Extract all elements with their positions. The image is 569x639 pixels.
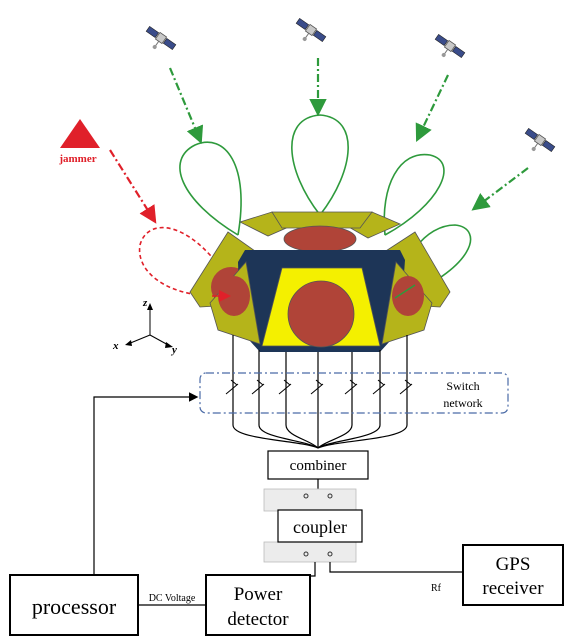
null-lobe (138, 226, 236, 297)
beam-lobe (383, 153, 445, 236)
coupler-top-board (263, 488, 357, 512)
combiner-label: combiner (290, 458, 347, 474)
power-detector-label: Power (234, 584, 283, 605)
switches (225, 379, 413, 395)
satellite-icon (289, 17, 327, 51)
patch (287, 280, 355, 348)
power-detector-label: detector (227, 609, 289, 630)
switch-network-label: network (443, 396, 482, 410)
satellite-icon (139, 25, 177, 59)
coupler-bottom-board (263, 541, 357, 563)
switch-network-box (199, 372, 509, 414)
power-detector-box (205, 574, 311, 636)
rf-label: Rf (431, 583, 442, 594)
processor-box (9, 574, 139, 636)
coupler-box (277, 509, 363, 543)
processor-label: processor (32, 594, 117, 619)
axes (125, 303, 173, 348)
rf-line (329, 562, 462, 573)
axis-y-label: y (170, 344, 177, 356)
beam-lobe (179, 141, 242, 236)
signal-arrow (168, 67, 204, 145)
antenna-panel (271, 211, 373, 229)
combiner-box (267, 450, 369, 480)
axis-x-label: x (112, 340, 119, 352)
axis-z-label: z (142, 297, 148, 309)
control-line (93, 392, 199, 575)
beam-lobe (291, 114, 349, 216)
triangle-warning-icon (60, 119, 100, 148)
satellite-icon (518, 127, 556, 161)
gps-receiver-label: GPS (496, 554, 531, 575)
feed-lines (232, 335, 408, 449)
signal-arrow (415, 74, 449, 142)
dc-voltage-label: DC Voltage (149, 593, 196, 604)
antenna-array (189, 211, 451, 352)
jammer-label: jammer (58, 153, 96, 165)
gps-receiver-label: receiver (482, 578, 544, 599)
coupled-line (270, 562, 316, 577)
satellite-icon (428, 33, 466, 67)
coupler-label: coupler (293, 517, 347, 537)
signal-arrow (471, 167, 529, 211)
gps-receiver-box (462, 544, 564, 606)
patch (283, 225, 357, 253)
switch-network-label: Switch (446, 379, 479, 393)
jammer-arrow (109, 149, 157, 224)
